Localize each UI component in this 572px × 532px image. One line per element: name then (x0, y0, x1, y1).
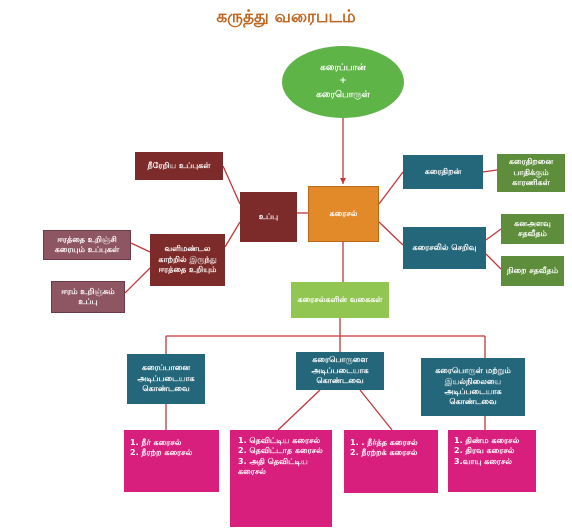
list-item: 2. திரவ கரைசல் (454, 446, 515, 456)
by-solute-node: கரைபொருளை அடிப்படையாக கொண்டவை (296, 352, 384, 390)
list-item: 1. நீர் கரைசல் (130, 438, 182, 447)
line-air-moisture-dissolve (130, 242, 151, 253)
line-solution-solubility (378, 171, 404, 205)
line-concentration-mass (485, 253, 502, 270)
solubility-factors-node: கரைதிறனை பாதிக்கும் காரணிகள் (497, 154, 565, 192)
list-item: 1. திண்ம கரைசல் (454, 436, 520, 445)
line-solution-concentration (378, 221, 404, 246)
list-item: 2. தெவிட்டாத கரைசல் (238, 446, 323, 456)
solvent-types-list: 1. நீர் கரைசல் 2. நீரற்ற கரைசல் (124, 430, 219, 492)
line-air-moisture-absorb (124, 267, 151, 294)
solution-types-node: கரைசல்களின் வகைகள் (291, 282, 389, 318)
list-item: 1. . நீர்த்த கரைசல் (350, 438, 418, 447)
line-concentration-volume (485, 228, 502, 241)
volume-percent-node: கனஅளவு சதவீதம் (501, 214, 564, 244)
mass-percent-node: நிறை சதவீதம் (501, 256, 564, 286)
solution-node: கரைசல் (308, 186, 379, 242)
by-solvent-node: கரைப்பானை அடிப்படையாக கொண்டவை (127, 354, 205, 404)
water-types-list: 1. . நீர்த்த கரைசல் 2. நீரற்றக் கரைசல் (344, 430, 438, 493)
state-types-list: 1. திண்ம கரைசல் 2. திரவ கரைசல் 3.வாயு கர… (448, 430, 536, 492)
list-item: 3.வாயு கரைசல் (454, 456, 512, 466)
line-solute-list2 (359, 389, 393, 431)
moisture-absorbing-node: ஈரம் உறிஞ்சும் உப்பு (51, 281, 125, 313)
moisture-dissolving-node: ஈரத்தை உறிஞ்சி கரையும் உப்புகள் (43, 230, 131, 260)
plus-sign: + (339, 76, 347, 87)
line-salt-air (224, 221, 241, 248)
line-salt-mineral (222, 165, 241, 205)
by-physical-state-node: கரைபொருள் மற்றும் இயல்நிலையை அடிப்படையாக… (421, 358, 525, 416)
solute-label: கரைபொருள் (316, 89, 370, 100)
list-item: 3. அதி தெவிட்டிய கரைசல் (238, 456, 308, 477)
line-solubility-factors (482, 169, 498, 173)
mineral-salts-node: நீரேறிய உப்புகள் (135, 152, 223, 180)
solvent-label: கரைப்பான் (320, 62, 366, 73)
salt-node: உப்பு (240, 192, 297, 242)
solubility-node: கரைதிறன் (403, 155, 483, 189)
diagram-title: கருத்து வரைபடம் (216, 7, 356, 27)
air-absorbing-node: வளிமண்டல காற்றில் இருந்து ஈரத்தை உறியும் (150, 234, 225, 286)
line-solute-list1 (277, 389, 321, 431)
solute-solvent-ellipse: கரைப்பான் + கரைபொருள் (282, 46, 404, 118)
list-item: 2. நீரற்ற கரைசல் (130, 448, 193, 458)
concentration-node: கரைசலில் செறிவு (403, 227, 486, 269)
solute-types-list: 1. தெவிட்டிய கரைசல் 2. தெவிட்டாத கரைசல் … (230, 430, 332, 527)
list-item: 1. தெவிட்டிய கரைசல் (238, 436, 321, 445)
list-item: 2. நீரற்றக் கரைசல் (350, 448, 418, 458)
